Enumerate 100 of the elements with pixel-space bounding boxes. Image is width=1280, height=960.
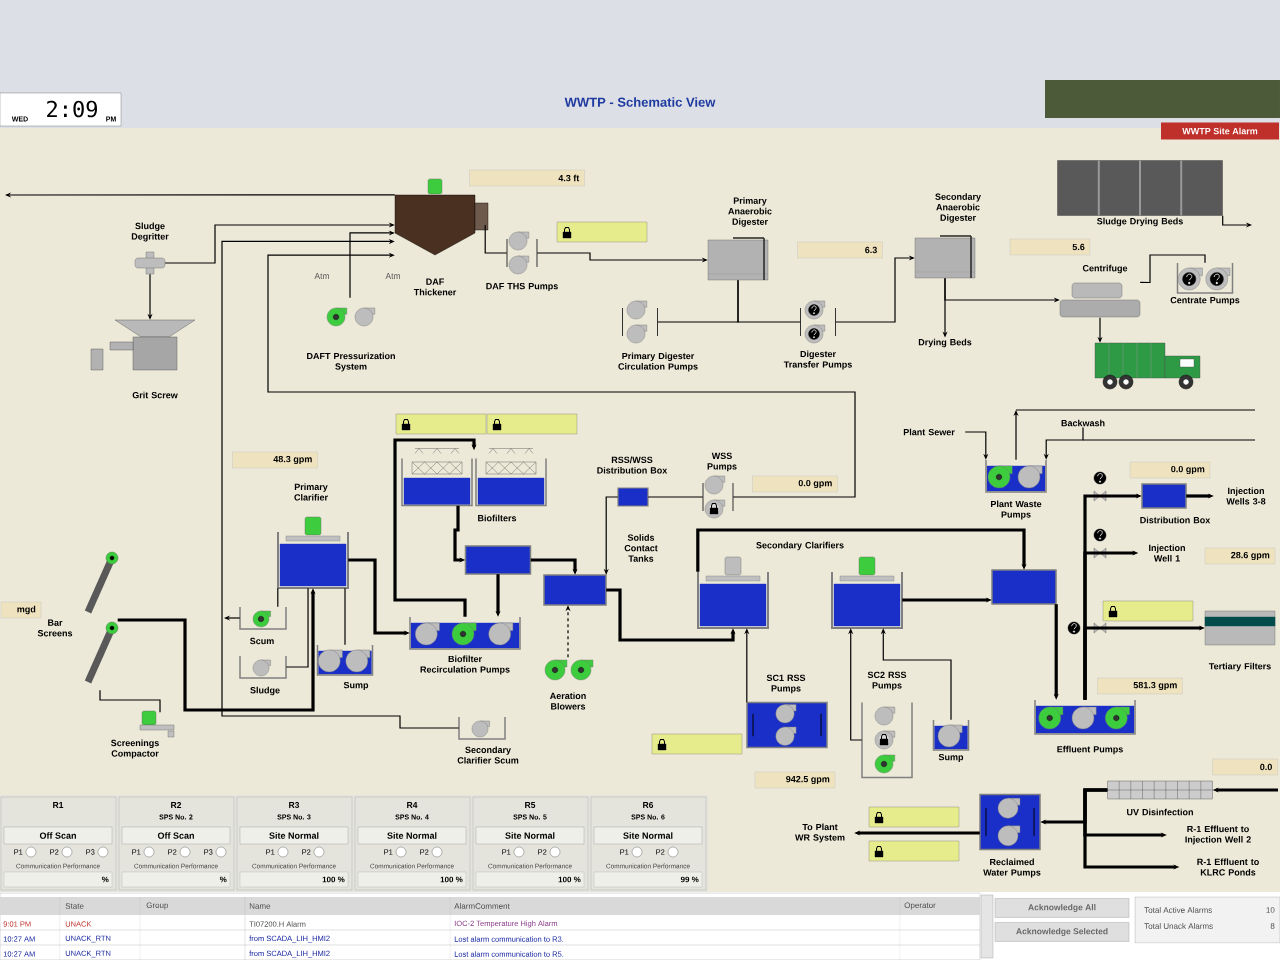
node-label: Reclaimed Water Pumps [983,858,1041,878]
node-label: Sump [938,753,964,763]
column-header: AlarmComment [454,903,510,909]
node-label: Plant Waste Pumps [991,500,1042,520]
pump-basin: SC1 RSS Pumps [746,674,828,749]
node-label: Sump [343,681,369,691]
total-label: Total Unack Alarms [1144,923,1213,929]
percent-field: 100 % [239,871,349,888]
pump-basin: Biofilter Recirculation Pumps [409,616,521,675]
value-display: 28.6 gpm [1204,547,1276,565]
node-label: Secondary Anaerobic Digester [935,193,981,223]
status-field: Site Normal [239,826,349,845]
node-label: Tertiary Filters [1208,662,1271,672]
value-display: 0.0 [1212,758,1278,776]
node-label: UV Disinfection [1127,808,1193,816]
pipe-line [737,279,801,323]
value-display: 581.3 gpm [1097,677,1183,695]
percent-field: 100 % [475,871,585,888]
arrow [393,438,477,617]
pump-basin: Reclaimed Water Pumps [979,793,1041,878]
station-title: R2 [171,802,182,808]
node-label: Solids Contact Tanks [624,534,658,562]
pipe-line [277,587,279,608]
node-label: Centrate Pumps [1170,296,1240,306]
grit-screw-drawing: Grit Screw [90,319,196,399]
tank: Distribution Box [1140,483,1211,524]
pump-basin: Secondary Clarifier Scum [457,716,519,764]
arrow [696,528,1027,572]
percent-field: 100 % [357,871,467,888]
value-display: mgd [0,601,42,619]
station-title: R6 [643,802,654,808]
flow-label: Drying Beds [918,338,972,348]
node-label: Sludge Degritter [131,222,169,242]
arrow [267,252,856,498]
total-value: 10 [1266,907,1275,913]
tank: Solids Contact Tanks [543,534,658,606]
alarm-button: WWTP Site Alarm [1161,122,1279,140]
value-display: 0.0 gpm [752,475,838,493]
node-label: DAFT Pressurization System [307,352,395,372]
pipe-line [344,587,346,646]
pump-basin: Scum [239,606,287,645]
pipe-line [285,587,309,668]
value-display: 0.0 gpm [1129,461,1211,479]
flow-label: Plant Sewer [903,428,955,436]
pipe-line [484,224,508,254]
pump-basin: Sump [932,719,970,763]
node-label: Sludge Drying Beds [1097,217,1183,227]
station-title: R1 [53,802,64,808]
flow-label: R-1 Effluent to KLRC Ponds [1197,858,1259,876]
flow-label: Backwash [1061,419,1105,427]
total-value: 8 [1270,923,1275,929]
clarifier-tank: Primary Clarifier [277,483,349,589]
node-label: Aeration Blowers [549,692,586,710]
node-label: Secondary Clarifier Scum [457,746,519,764]
acknowledge-button: Acknowledge All [994,898,1130,918]
total-label: Total Active Alarms [1144,907,1212,913]
node-label: Primary Clarifier [294,483,328,501]
filter-drawing: Tertiary Filters [1204,610,1276,672]
truck-drawing [1094,342,1201,390]
blower-pair: Aeration Blowers [544,659,594,710]
value-display: 4.3 ft [469,169,585,187]
title: WWTP - Schematic View [564,97,716,107]
node-label: Grit Screw [132,391,178,399]
pump-pair: DAF THS Pumps [486,231,558,292]
acknowledge-button: Acknowledge Selected [994,922,1130,942]
value-display: 5.6 [1009,238,1091,256]
percent-field: 99 % [593,871,703,888]
tank [991,569,1057,605]
status-field: Off Scan [121,826,231,845]
value-display: 942.5 gpm [754,771,836,789]
status-field: Off Scan [3,826,113,845]
pump-pair: Digester Transfer Pumps [783,300,852,370]
compactor-drawing: Screenings Compactor [111,710,175,759]
value-display: 48.3 gpm [232,451,318,469]
arrow [221,238,460,729]
pump-basin: Sump [316,644,374,691]
status-field: Site Normal [593,826,703,845]
node-label: Biofilters [478,514,517,522]
digester-tank: Secondary Anaerobic Digester [914,193,981,279]
status-field: Site Normal [475,826,585,845]
status-field: Site Normal [357,826,467,845]
node-label: SC1 RSS Pumps [766,674,806,694]
pump-basin: Plant Waste Pumps [985,459,1047,520]
biofilter-drawing: Biofilters [401,448,547,522]
node-label: Secondary Clarifiers [756,541,844,551]
pump-basin: Centrate Pumps [1170,262,1240,306]
pipe-line [647,496,704,498]
clock-time: 2:09 [47,100,97,118]
node-label: Primary Digester Circulation Pumps [618,352,698,372]
node-label: Digester Transfer Pumps [783,350,852,370]
node-label: Effluent Pumps [1057,745,1123,755]
pipe-line [99,689,161,713]
station-title: R5 [525,802,536,808]
pump-basin: Sludge [239,655,287,696]
degritter-drawing: Sludge Degritter [131,222,169,275]
node-label: Primary Anaerobic Digester [728,197,772,227]
node-label: Centrifuge [1082,264,1128,274]
pump-basin: SC2 RSS Pumps [861,671,913,779]
percent-field: % [3,871,113,888]
uv-unit-drawing: UV Disinfection [1107,780,1213,816]
